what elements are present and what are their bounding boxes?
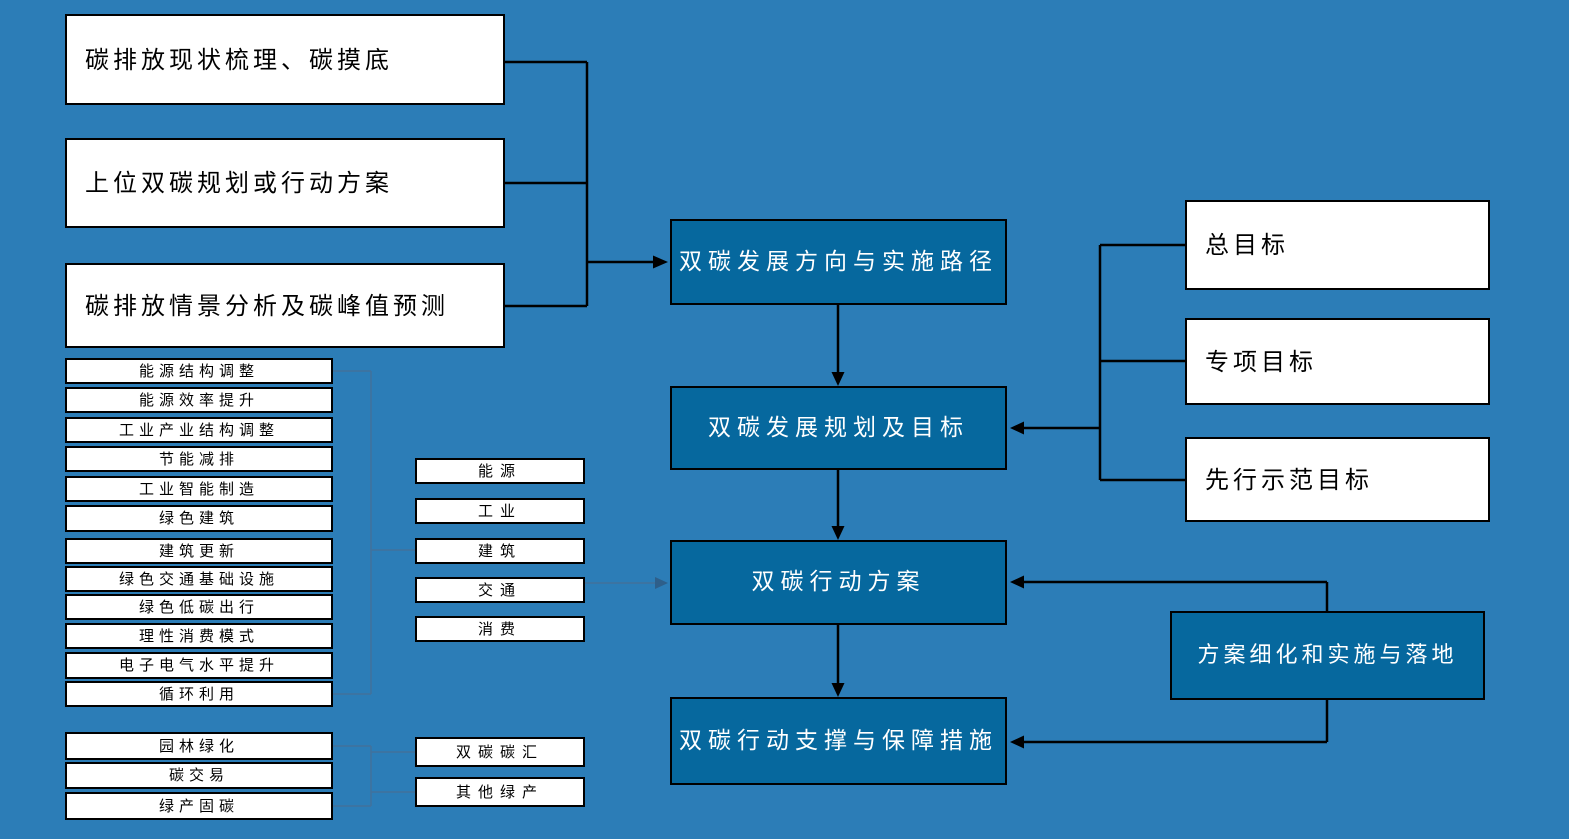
action-item-energy-efficiency: 能源效率提升 xyxy=(65,387,333,413)
box-upper-plan: 上位双碳规划或行动方案 xyxy=(65,138,505,228)
action-item-industry-structure: 工业产业结构调整 xyxy=(65,417,333,443)
arrowhead-down-to-plan-goals xyxy=(831,372,845,386)
sector-transport: 交通 xyxy=(415,577,585,603)
arrowhead-into-direction xyxy=(653,255,668,269)
action-item-green-transport-infra: 绿色交通基础设施 xyxy=(65,566,333,592)
arrowhead-into-support-right xyxy=(1010,735,1024,749)
action-item-building-renewal: 建筑更新 xyxy=(65,538,333,564)
sink-item-carbon-trading: 碳交易 xyxy=(65,762,333,789)
sink-item-landscaping: 园林绿化 xyxy=(65,732,333,760)
box-overall-goal: 总目标 xyxy=(1185,200,1490,290)
arrowhead-down-to-support xyxy=(831,683,845,697)
box-pilot-demo-goal: 先行示范目标 xyxy=(1185,437,1490,522)
box-plan-goals: 双碳发展规划及目标 xyxy=(670,386,1007,470)
sink-category-other-green: 其他绿产 xyxy=(415,777,585,807)
sector-energy: 能源 xyxy=(415,458,585,484)
box-carbon-baseline: 碳排放现状梳理、碳摸底 xyxy=(65,14,505,105)
action-item-energy-saving: 节能减排 xyxy=(65,446,333,472)
sector-building: 建筑 xyxy=(415,538,585,564)
sector-consumption: 消费 xyxy=(415,616,585,642)
box-scenario-forecast: 碳排放情景分析及碳峰值预测 xyxy=(65,263,505,348)
action-item-rational-consumption: 理性消费模式 xyxy=(65,623,333,649)
box-action-plan: 双碳行动方案 xyxy=(670,540,1007,625)
action-item-energy-structure: 能源结构调整 xyxy=(65,358,333,384)
arrowhead-sectors-into-action-plan xyxy=(655,577,668,589)
arrowhead-down-to-action-plan xyxy=(831,526,845,540)
action-item-green-building: 绿色建筑 xyxy=(65,505,333,532)
arrowhead-goals-into-plan xyxy=(1010,421,1024,435)
action-item-low-carbon-travel: 绿色低碳出行 xyxy=(65,594,333,620)
sink-item-green-sequestration: 绿产固碳 xyxy=(65,792,333,820)
box-direction-path: 双碳发展方向与实施路径 xyxy=(670,219,1007,305)
action-item-recycling: 循环利用 xyxy=(65,681,333,707)
box-implementation: 方案细化和实施与落地 xyxy=(1170,611,1485,700)
action-item-electrification: 电子电气水平提升 xyxy=(65,652,333,679)
sector-industry: 工业 xyxy=(415,498,585,524)
sink-category-carbon-sink: 双碳碳汇 xyxy=(415,737,585,767)
action-item-smart-manufacturing: 工业智能制造 xyxy=(65,476,333,502)
box-support-measures: 双碳行动支撑与保障措施 xyxy=(670,697,1007,785)
box-special-goal: 专项目标 xyxy=(1185,318,1490,405)
arrowhead-into-action-plan-right xyxy=(1010,575,1024,589)
